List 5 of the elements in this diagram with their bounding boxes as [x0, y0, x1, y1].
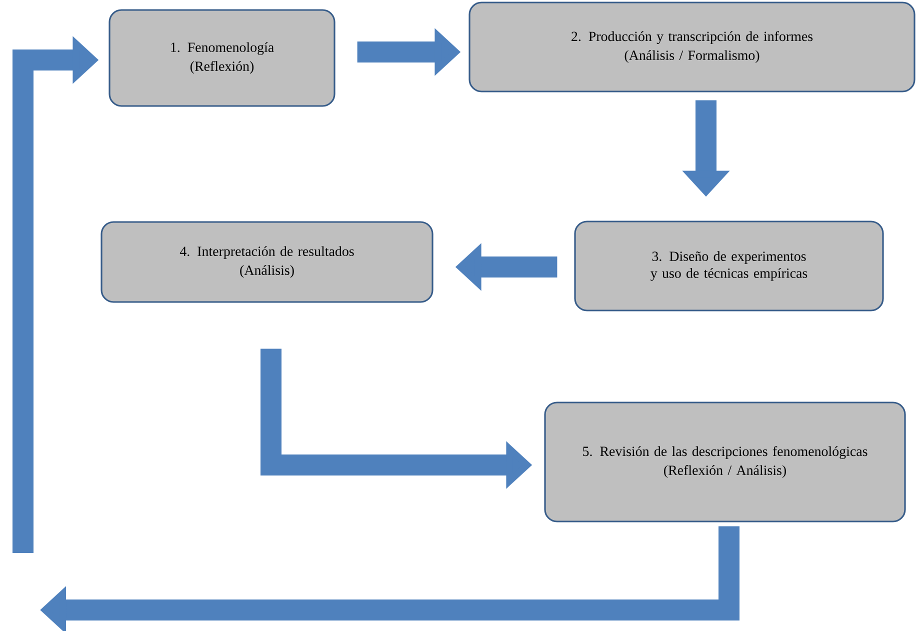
process-box: 3. Diseño de experimentos y uso de técnicas empíricas — [574, 220, 884, 312]
process-box: 1. Fenomenología (Reflexión) — [108, 9, 336, 107]
process-box: 4. Interpretación de resultados (Análisis) — [100, 221, 434, 303]
process-box: 5. Revisión de las descripciones fenomenológicas (Reflexión / Análisis) — [544, 402, 906, 522]
process-box: 2. Producción y transcripción de informes (Análisis / Formalismo) — [468, 2, 916, 92]
